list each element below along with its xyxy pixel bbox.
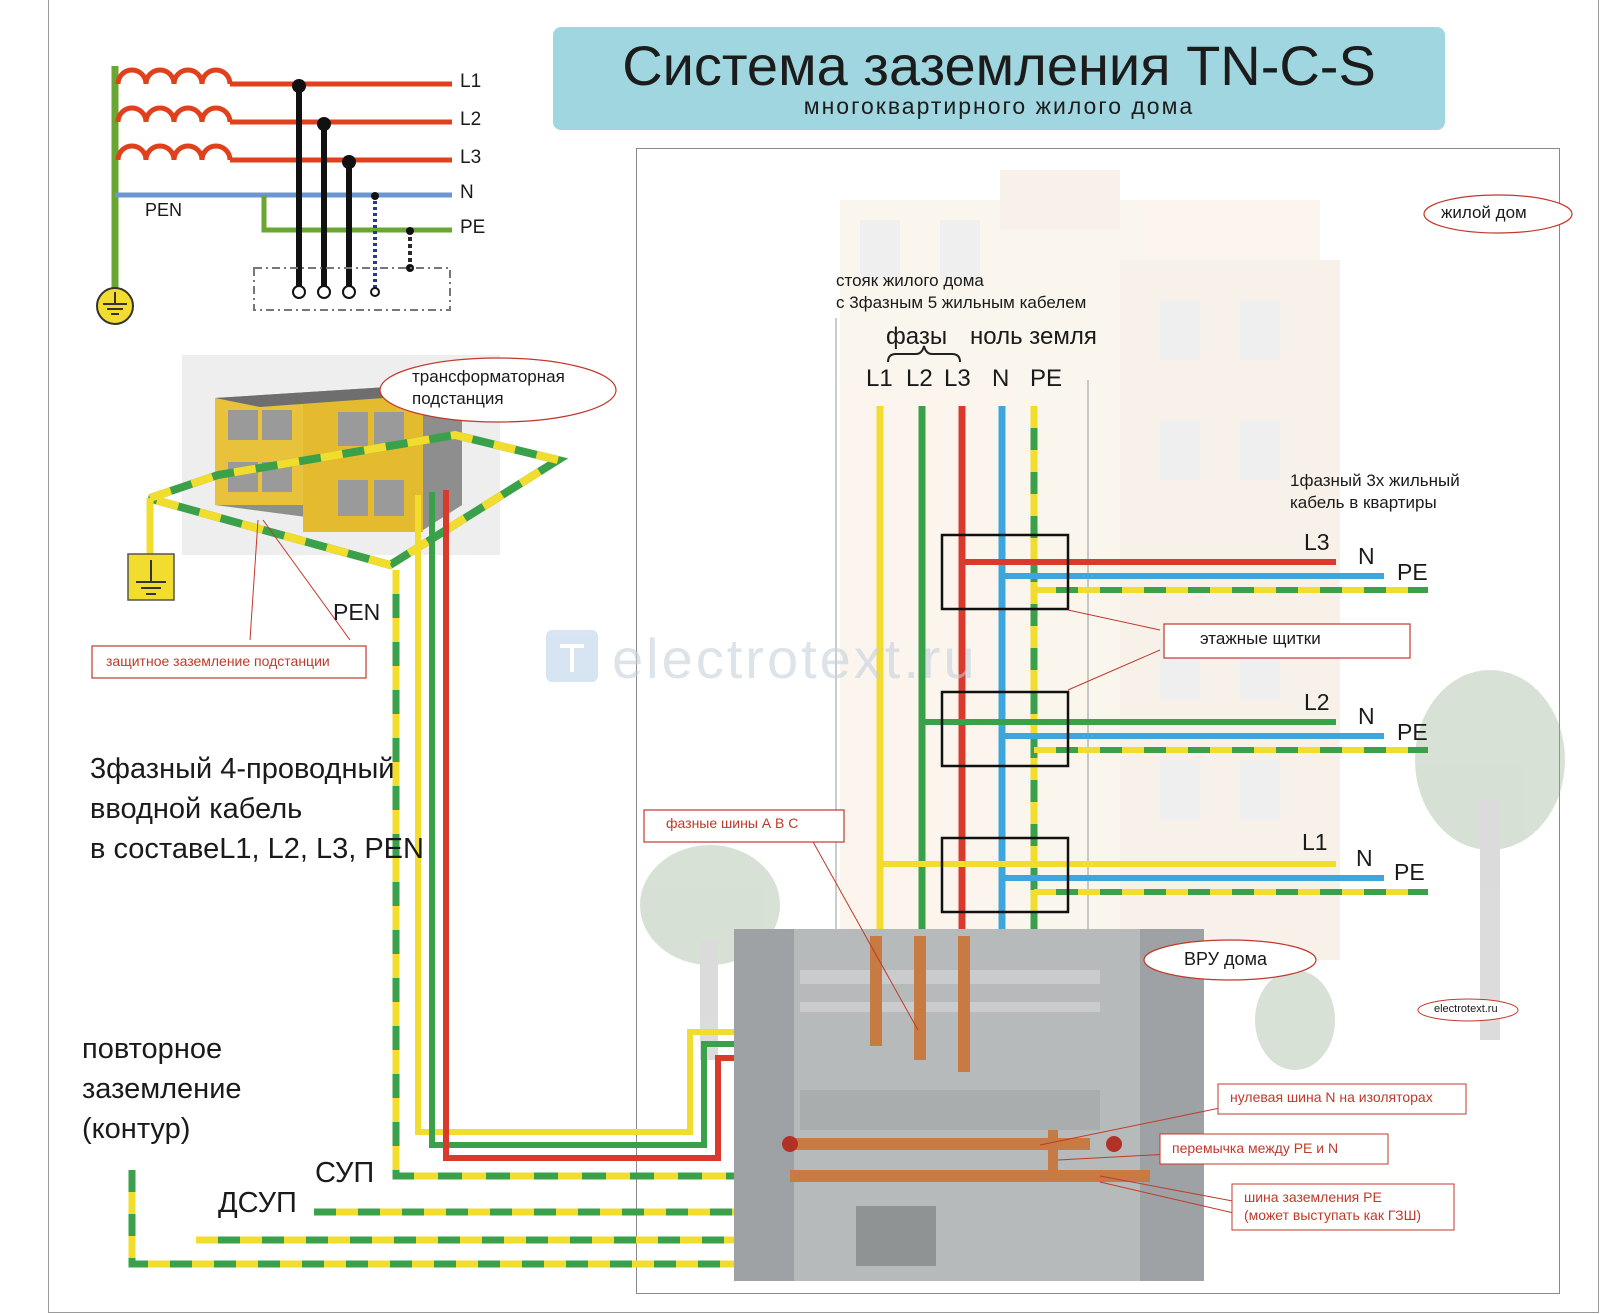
neutral-bus-label: нулевая шина N на изоляторах (1230, 1089, 1433, 1105)
input-cable-label-2: вводной кабель (90, 793, 303, 825)
title-banner: Система заземления TN-C-S многоквартирно… (553, 27, 1445, 130)
riser-col-l1: L1 (866, 365, 893, 392)
riser-col-n: N (992, 365, 1010, 392)
floor1-pe: PE (1394, 859, 1425, 885)
pe-bus-label-2: (может выступать как ГЗШ) (1244, 1207, 1422, 1223)
riser-label-2: с 3фазным 5 жильным кабелем (836, 293, 1087, 312)
riser-label-1: стояк жилого дома (836, 271, 984, 290)
floor3-pe: PE (1397, 559, 1428, 585)
floor-panel-2 (922, 690, 1428, 768)
single-phase-label-1: 1фазный 3х жильный (1290, 471, 1460, 490)
transformer-label-2: подстанция (412, 389, 504, 408)
single-phase-label-2: кабель в квартиры (1290, 493, 1437, 512)
schematic-l3: L3 (460, 147, 482, 168)
phase-buses-label: фазные шины А В С (666, 815, 799, 831)
transformer-label-1: трансформаторная (412, 367, 565, 386)
house-label: жилой дом (1441, 203, 1527, 222)
floor2-n: N (1358, 703, 1375, 729)
substation-ground-label: защитное заземление подстанции (106, 653, 330, 669)
pe-bus-label-1: шина заземления PE (1244, 1189, 1382, 1205)
floor-panel-3 (940, 533, 1428, 611)
riser-col-pe: PE (1030, 365, 1063, 392)
zero-ground-label: ноль земля (970, 323, 1097, 350)
floor-panel-1 (880, 836, 1428, 914)
repeat-ground-label-1: повторное (82, 1033, 223, 1065)
watermark-text: electrotext.ru (612, 627, 978, 690)
outer-frame (48, 0, 1599, 1313)
repeat-ground-label-3: (контур) (82, 1113, 191, 1145)
input-cable-label-1: 3фазный 4-проводный (90, 753, 395, 785)
floor1-phase: L1 (1302, 829, 1328, 855)
sup-label: СУП (315, 1157, 375, 1189)
input-cable-label-3: в составеL1, L2, L3, PEN (90, 833, 424, 865)
jumper-label: перемычка между PE и N (1172, 1140, 1339, 1156)
pen-cable-label: PEN (333, 599, 381, 625)
schematic-pen: PEN (145, 200, 183, 220)
phases-label: фазы (886, 323, 948, 350)
page-title: Система заземления TN-C-S (622, 34, 1376, 97)
vru-label: ВРУ дома (1184, 949, 1267, 969)
floor1-n: N (1356, 845, 1373, 871)
watermark-logo-icon (546, 630, 598, 682)
substation-ground-icon (127, 553, 175, 601)
phases-bracket (887, 345, 961, 363)
page-subtitle: многоквартирного жилого дома (803, 93, 1195, 119)
schematic-l2: L2 (460, 109, 482, 130)
ground-symbol-icon (96, 287, 134, 325)
cabinet-icon (734, 929, 1204, 1281)
riser-col-l3: L3 (944, 365, 971, 392)
site-label: electrotext.ru (1434, 1003, 1498, 1015)
tn-c-s-schematic (96, 66, 452, 325)
repeat-ground-label-2: заземление (82, 1073, 242, 1105)
floor3-phase: L3 (1304, 529, 1330, 555)
schematic-l1: L1 (460, 71, 482, 92)
floor2-phase: L2 (1304, 689, 1330, 715)
floor3-n: N (1358, 543, 1375, 569)
floor2-pe: PE (1397, 719, 1428, 745)
dsup-label: ДСУП (218, 1187, 297, 1219)
house-frame (636, 148, 1560, 1294)
schematic-n: N (460, 182, 474, 203)
schematic-pe: PE (460, 217, 486, 238)
floor-panels-label: этажные щитки (1200, 629, 1321, 648)
riser-col-l2: L2 (906, 365, 933, 392)
